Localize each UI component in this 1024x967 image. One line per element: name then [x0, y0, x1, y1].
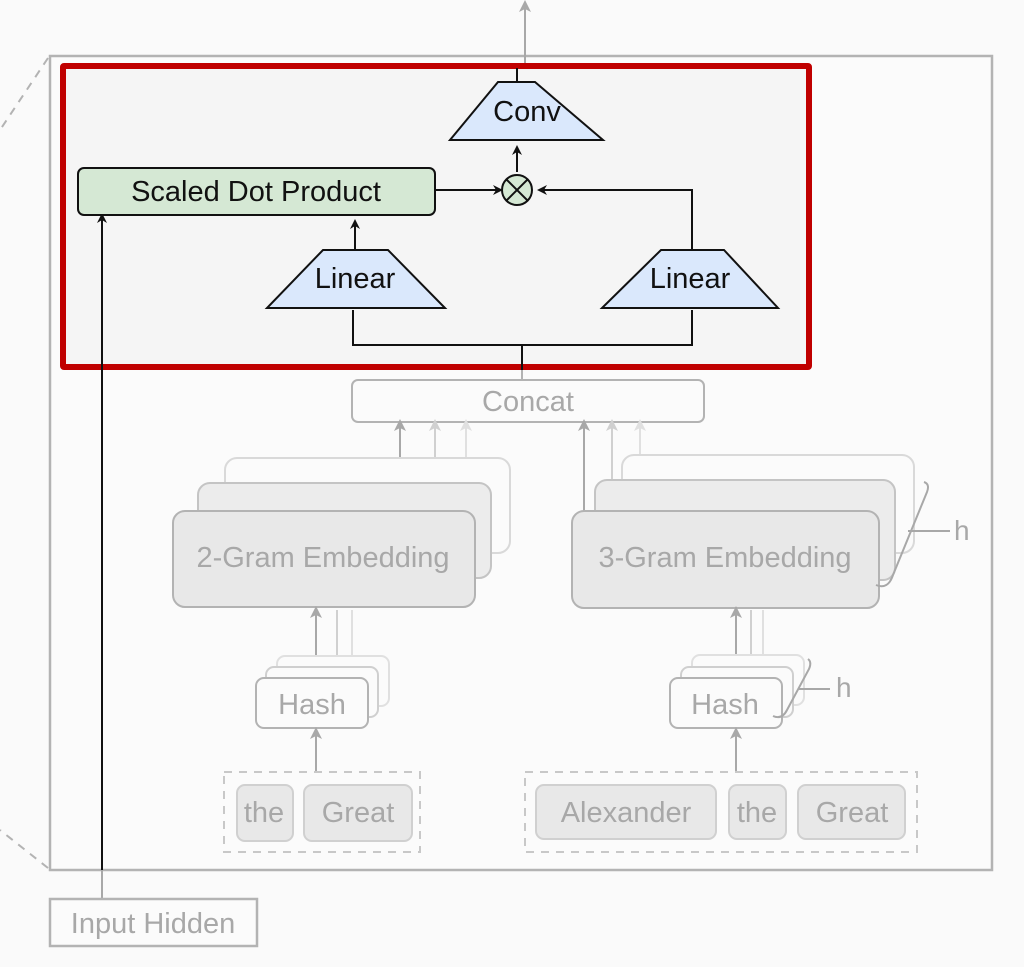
input-hidden-block: Input Hidden — [48, 870, 259, 948]
token-label: the — [737, 797, 777, 829]
concat-label: Concat — [482, 386, 574, 418]
embed3-layer-front — [571, 510, 880, 609]
token-label: Great — [322, 797, 395, 829]
input-hidden-label: Input Hidden — [71, 908, 235, 940]
token-label: Alexander — [561, 797, 692, 829]
linear-right-block: Linear — [537, 185, 781, 309]
branch-3gram: 3-Gram Embedding h Hash h Alexander the … — [524, 419, 970, 853]
linear-right-label: Linear — [650, 263, 731, 295]
embed3-label: 3-Gram Embedding — [598, 542, 851, 574]
hash2-label: Hash — [278, 689, 346, 721]
branch-2gram: 2-Gram Embedding Hash the Great — [172, 419, 511, 853]
token-chip — [797, 784, 906, 840]
linear-right-to-multiply-arrow — [537, 185, 693, 250]
token-label: the — [244, 797, 284, 829]
multiply-node — [501, 145, 533, 206]
concat-block: Concat — [351, 370, 705, 423]
conv-label: Conv — [493, 96, 561, 128]
hash-heads-label: h — [836, 672, 852, 703]
token-chip — [236, 784, 294, 842]
zoom-guide-bottom — [0, 829, 49, 869]
embed-heads-brace — [875, 481, 929, 588]
tokens3-group — [524, 771, 918, 853]
embed2-layer-front — [172, 510, 476, 608]
token-label: Great — [816, 797, 889, 829]
scaled-dot-product-block: Scaled Dot Product — [77, 167, 503, 216]
linear-left-label: Linear — [315, 263, 396, 295]
token-chip — [728, 784, 787, 840]
token-chip — [535, 784, 717, 840]
linear-left-block: Linear — [264, 219, 448, 309]
conv-block: Conv — [447, 68, 606, 141]
hash3-block — [669, 677, 783, 729]
zoom-guide-top — [0, 57, 49, 131]
tokens2-group — [223, 771, 421, 853]
hash3-label: Hash — [691, 689, 759, 721]
embed2-label: 2-Gram Embedding — [196, 542, 449, 574]
token-chip — [303, 784, 413, 842]
scaled-dot-product-label: Scaled Dot Product — [131, 176, 381, 208]
embed-heads-label: h — [954, 515, 970, 546]
highlighted-attention-block: Conv Scaled Dot Product Linear Linear — [60, 63, 812, 905]
